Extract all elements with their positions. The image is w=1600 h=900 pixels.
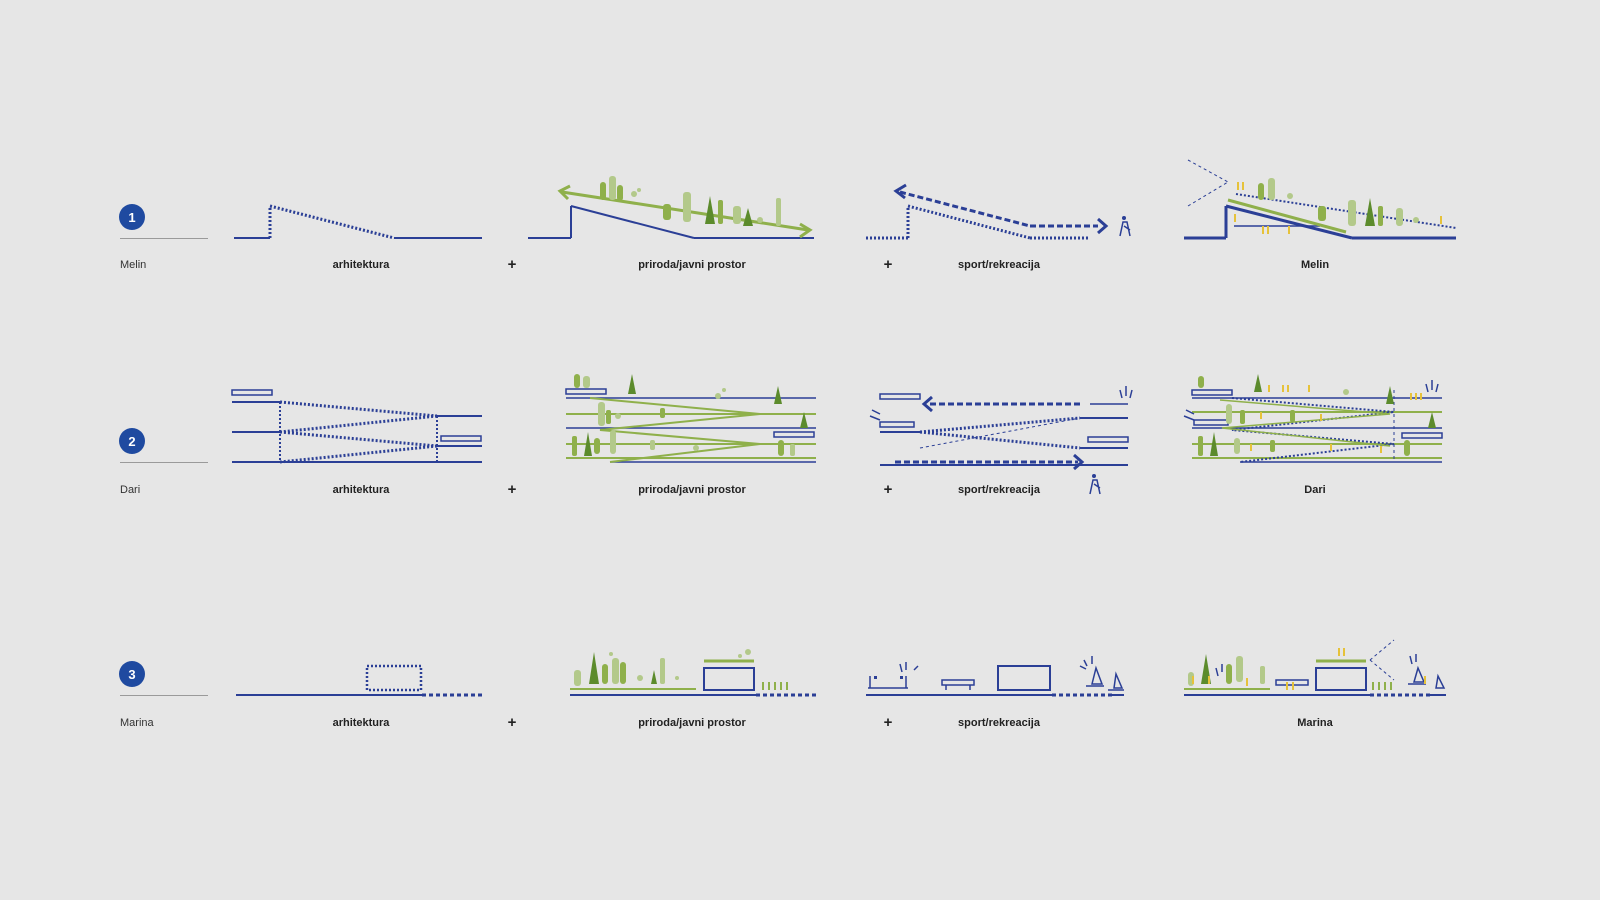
sport-label: sport/rekreacija bbox=[958, 717, 1040, 729]
plus-sign: + bbox=[883, 714, 893, 731]
plus-sign: + bbox=[507, 481, 517, 498]
nature-label: priroda/javni prostor bbox=[638, 259, 746, 271]
result-label: Marina bbox=[1297, 717, 1333, 729]
melin-combined-sketch bbox=[1184, 159, 1457, 240]
dari-combined-sketch bbox=[1183, 374, 1443, 463]
sport-label: sport/rekreacija bbox=[958, 259, 1040, 271]
nature-label: priroda/javni prostor bbox=[638, 717, 746, 729]
architecture-label: arhitektura bbox=[332, 717, 390, 729]
melin-sport-sketch bbox=[866, 183, 1131, 240]
row-name-label: Melin bbox=[120, 259, 147, 271]
architecture-label: arhitektura bbox=[332, 259, 390, 271]
marina-architecture-sketch bbox=[236, 664, 482, 697]
dari-sport-sketch bbox=[869, 386, 1133, 495]
dari-nature-sketch bbox=[565, 374, 816, 463]
result-label: Dari bbox=[1304, 484, 1326, 496]
plus-sign: + bbox=[507, 714, 517, 731]
row-name-label: Marina bbox=[120, 717, 154, 729]
row-divider bbox=[120, 695, 208, 696]
row-number-badge: 1 bbox=[119, 204, 145, 230]
dari-architecture-sketch bbox=[231, 389, 482, 464]
plus-sign: + bbox=[507, 256, 517, 273]
melin-architecture-sketch bbox=[234, 204, 482, 240]
row-name-label: Dari bbox=[120, 484, 141, 496]
marina-sport-sketch bbox=[866, 656, 1124, 697]
row-divider bbox=[120, 238, 208, 239]
row-number-badge: 2 bbox=[119, 428, 145, 454]
row-divider bbox=[120, 462, 208, 463]
marina-nature-sketch bbox=[570, 649, 818, 697]
architecture-label: arhitektura bbox=[332, 484, 390, 496]
melin-nature-sketch bbox=[528, 176, 814, 239]
sport-label: sport/rekreacija bbox=[958, 484, 1040, 496]
marina-combined-sketch bbox=[1184, 639, 1446, 697]
plus-sign: + bbox=[883, 481, 893, 498]
nature-label: priroda/javni prostor bbox=[638, 484, 746, 496]
result-label: Melin bbox=[1300, 259, 1330, 271]
row-number-badge: 3 bbox=[119, 661, 145, 687]
plus-sign: + bbox=[883, 256, 893, 273]
